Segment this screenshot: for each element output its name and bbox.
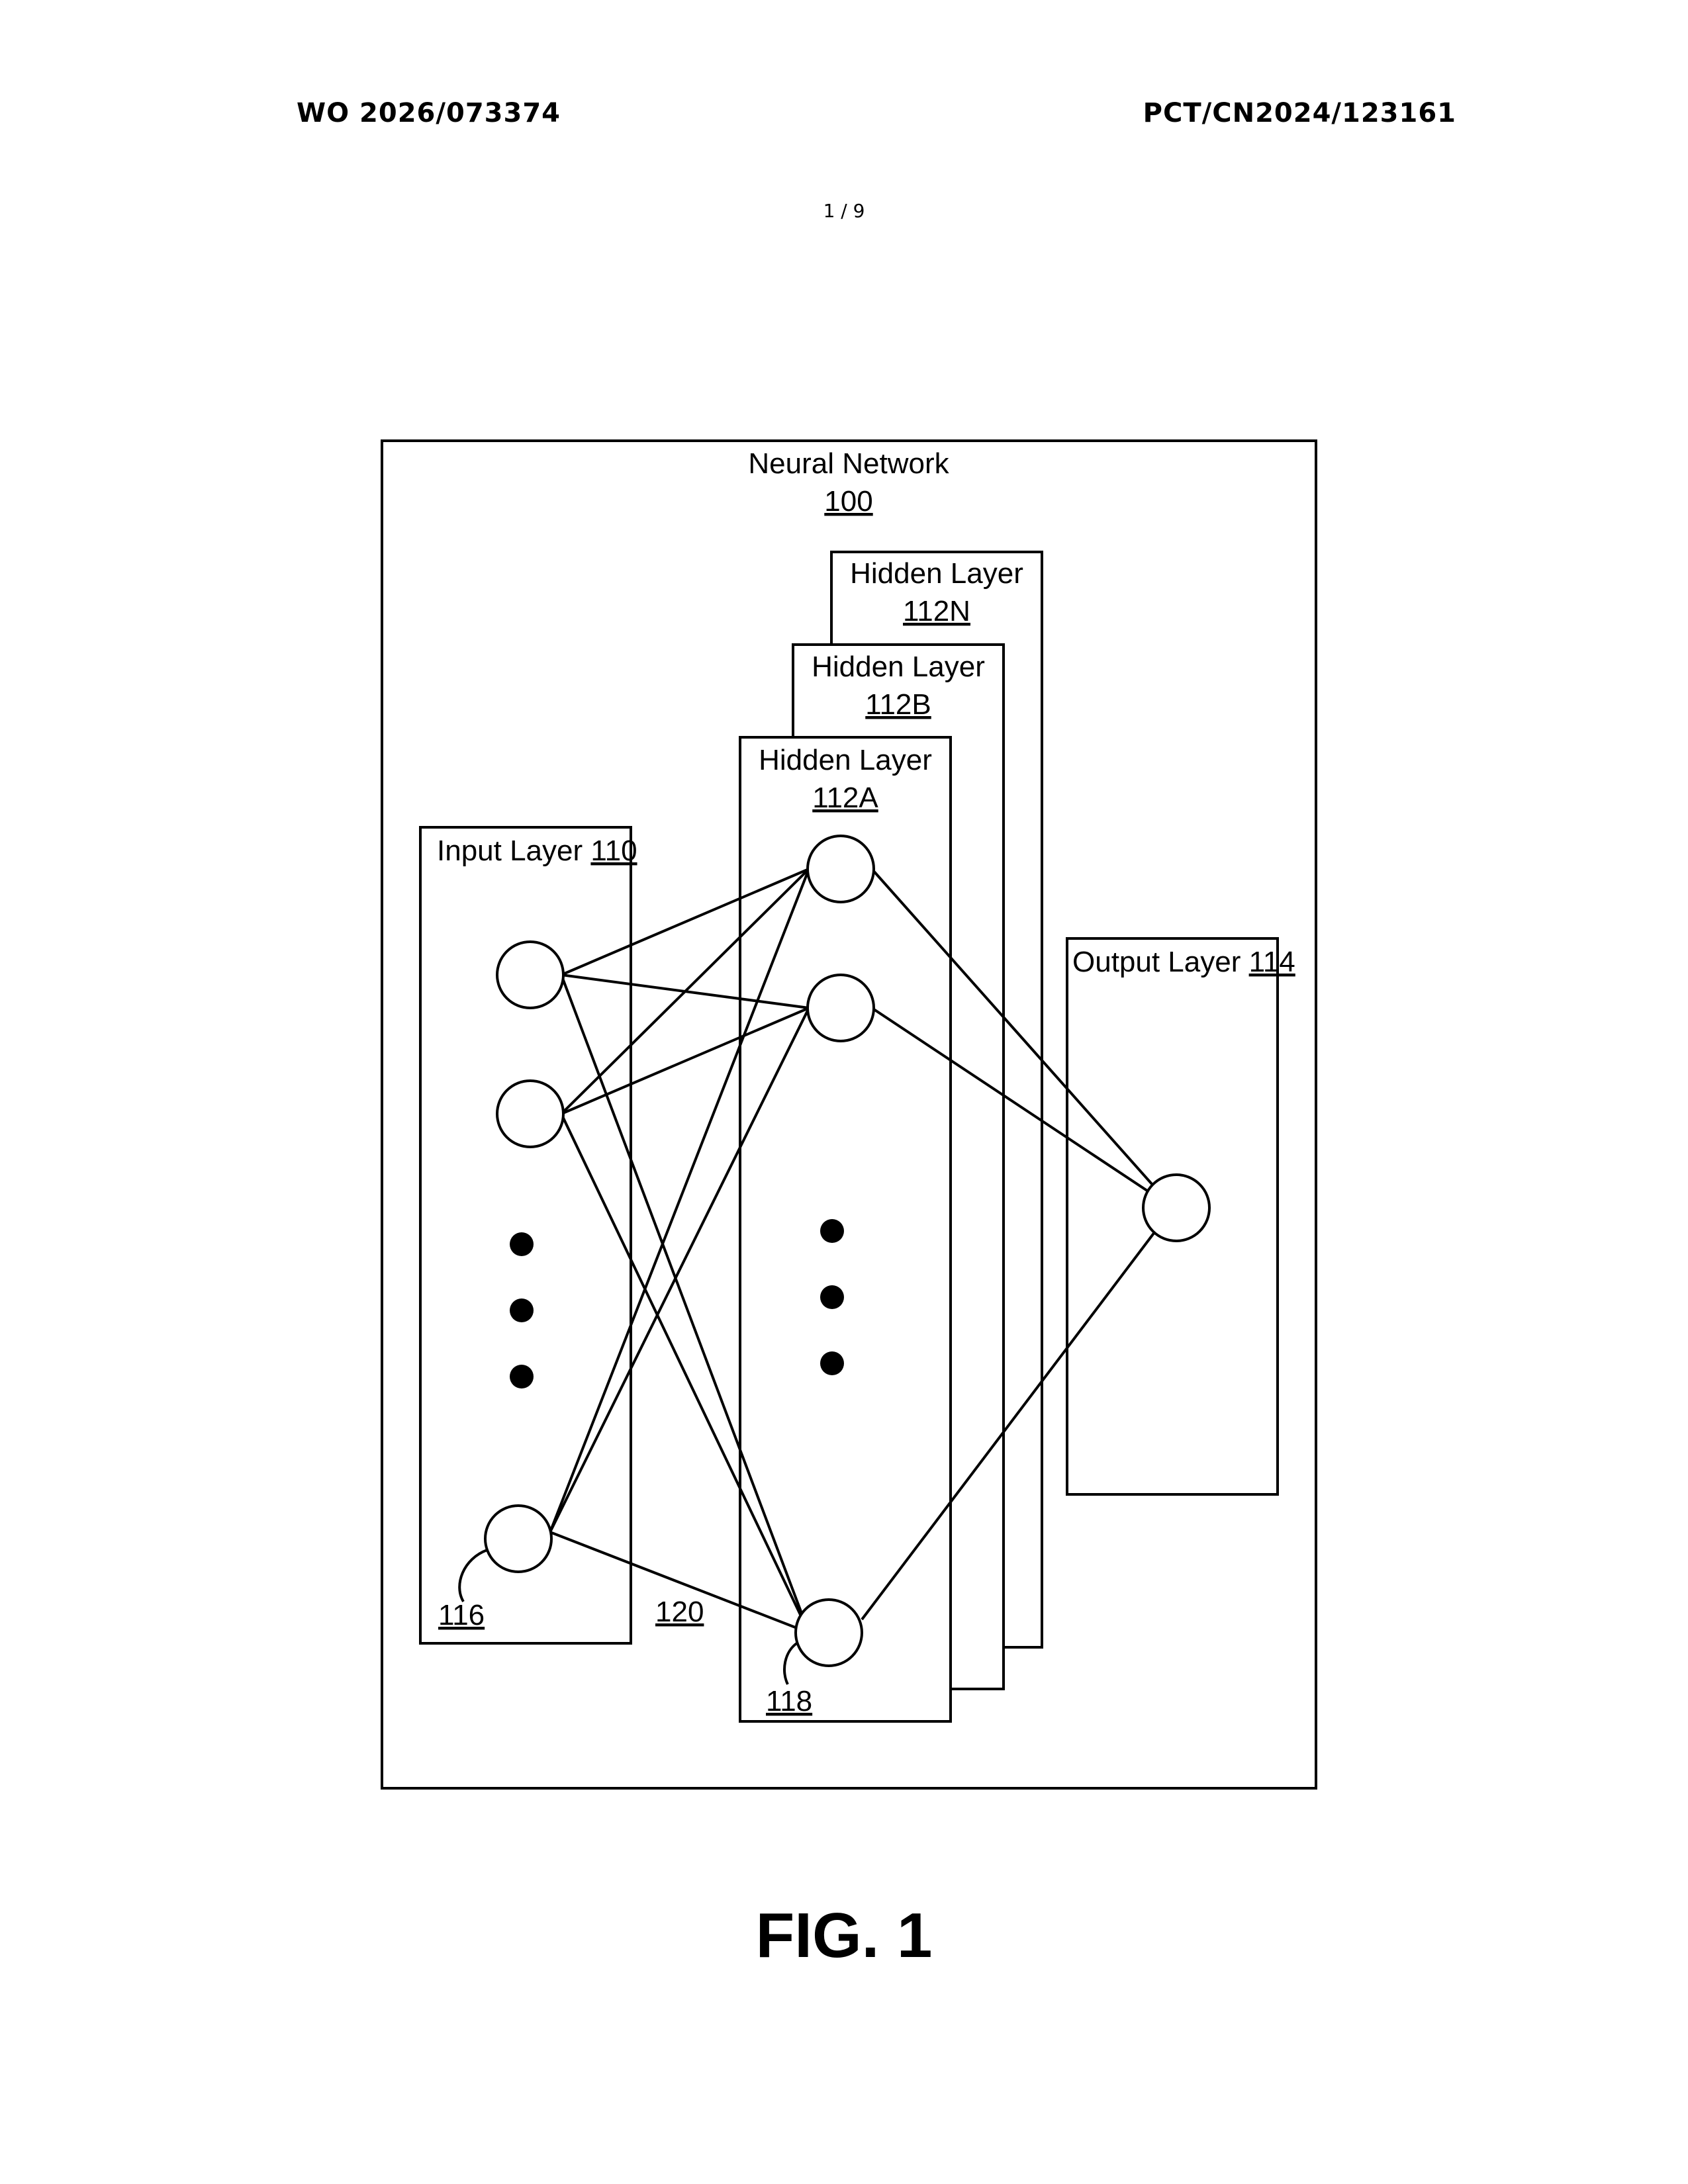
reference-label-116: 116: [438, 1599, 485, 1631]
figure-caption: FIG. 1: [0, 1899, 1688, 1972]
hidden-layer-112a-label: Hidden Layer: [759, 744, 932, 776]
hidden-layer-112a-ref: 112A: [812, 782, 878, 814]
network-ref: 100: [824, 485, 872, 518]
hidden-node: [808, 975, 874, 1041]
ellipsis-dot: [510, 1365, 534, 1388]
hidden-node: [808, 836, 874, 902]
input-node-116: [485, 1506, 551, 1572]
hidden-layer-112n-ref: 112N: [903, 595, 970, 627]
ellipsis-dot: [820, 1351, 844, 1375]
input-layer-label: Input Layer: [437, 835, 583, 867]
input-layer-ref: 110: [590, 835, 637, 867]
ellipsis-dot: [510, 1232, 534, 1256]
ellipsis-dot: [510, 1298, 534, 1322]
ellipsis-dot: [820, 1285, 844, 1309]
hidden-layer-112b-ref: 112B: [865, 688, 931, 721]
network-title: Neural Network: [748, 447, 949, 480]
input-layer-title: Input Layer 110: [437, 835, 637, 867]
output-layer-ref: 114: [1249, 946, 1295, 978]
hidden-layer-112n-label: Hidden Layer: [850, 557, 1023, 590]
reference-label-120: 120: [655, 1596, 704, 1628]
ellipsis-dot: [820, 1219, 844, 1243]
reference-label-118: 118: [766, 1685, 812, 1717]
hidden-node-118: [796, 1600, 862, 1666]
input-node: [497, 942, 563, 1008]
output-layer-label: Output Layer: [1072, 946, 1241, 978]
output-layer-title: Output Layer 114: [1072, 946, 1295, 978]
hidden-layer-112b-label: Hidden Layer: [812, 651, 985, 683]
output-node: [1143, 1175, 1209, 1241]
input-node: [497, 1081, 563, 1147]
